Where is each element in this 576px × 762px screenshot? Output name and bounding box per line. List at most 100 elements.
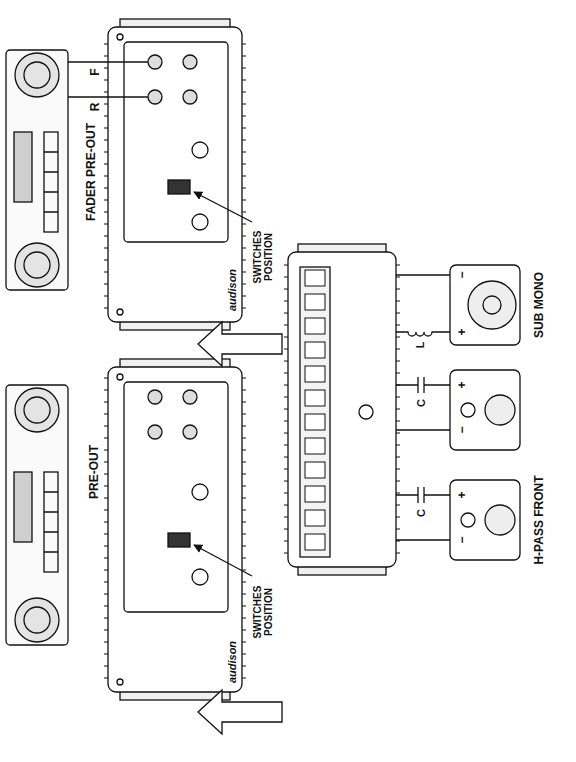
head-unit-speaker-cone xyxy=(24,62,50,88)
cooling-fin xyxy=(104,402,108,403)
hollow-arrow xyxy=(198,322,282,366)
cooling-fin xyxy=(284,421,288,422)
cooling-fin xyxy=(242,212,246,213)
level-knob xyxy=(192,569,208,585)
cooling-fin xyxy=(242,92,246,93)
head-unit xyxy=(6,50,68,290)
speaker-wire xyxy=(396,274,450,275)
screw xyxy=(117,309,123,315)
cooling-fin xyxy=(242,486,246,487)
cooling-fin xyxy=(104,56,108,57)
cooling-fin xyxy=(104,164,108,165)
cooling-fin xyxy=(242,284,246,285)
tweeter xyxy=(461,513,475,527)
amplifier-body xyxy=(108,27,242,322)
cooling-fin xyxy=(242,260,246,261)
cooling-fin xyxy=(242,402,246,403)
cooling-fin xyxy=(242,558,246,559)
cooling-fin xyxy=(284,397,288,398)
cooling-fin xyxy=(104,104,108,105)
cooling-fin xyxy=(284,337,288,338)
cooling-fin xyxy=(284,517,288,518)
label-text: R xyxy=(89,103,102,112)
cooling-fin xyxy=(104,224,108,225)
cooling-fin xyxy=(104,426,108,427)
cooling-fin xyxy=(396,541,400,542)
cooling-fin xyxy=(284,553,288,554)
cooling-fin xyxy=(242,308,246,309)
leader-line xyxy=(194,192,252,222)
cooling-fin xyxy=(242,474,246,475)
cooling-fin xyxy=(104,80,108,81)
cooling-fin xyxy=(396,481,400,482)
cooling-fin xyxy=(104,618,108,619)
cooling-fin xyxy=(104,474,108,475)
speaker-terminal xyxy=(305,414,325,430)
label-text: L xyxy=(414,342,426,349)
cooling-fin xyxy=(104,630,108,631)
cooling-fin xyxy=(104,44,108,45)
rca-jack xyxy=(148,90,162,104)
cooling-fin xyxy=(396,361,400,362)
cooling-fin xyxy=(104,510,108,511)
speaker-terminal xyxy=(305,318,325,334)
cooling-fin xyxy=(396,529,400,530)
cooling-fin xyxy=(396,289,400,290)
cooling-fin xyxy=(242,642,246,643)
cooling-fin xyxy=(242,176,246,177)
rca-jack xyxy=(183,55,197,69)
cooling-fin xyxy=(242,522,246,523)
head-unit-buttons xyxy=(44,132,58,232)
amplifier-body xyxy=(288,252,396,567)
cooling-fin xyxy=(242,128,246,129)
cooling-fin xyxy=(104,594,108,595)
cooling-fin xyxy=(396,553,400,554)
cooling-fin xyxy=(242,248,246,249)
rca-jack xyxy=(148,390,162,404)
head-unit-display xyxy=(14,132,32,202)
label-text: + xyxy=(456,491,469,498)
cooling-fin xyxy=(242,152,246,153)
head-unit-display xyxy=(14,472,32,542)
cooling-fin xyxy=(396,493,400,494)
label-text: − xyxy=(456,426,469,433)
cooling-fin xyxy=(104,296,108,297)
cooling-fin xyxy=(104,462,108,463)
cooling-fin xyxy=(284,325,288,326)
head-unit-button-dividers xyxy=(44,492,58,552)
cooling-fin xyxy=(396,469,400,470)
cooling-fin xyxy=(284,469,288,470)
cooling-fin xyxy=(396,445,400,446)
label-text: F xyxy=(89,68,102,75)
cooling-fin xyxy=(242,606,246,607)
cooling-fin xyxy=(242,510,246,511)
cooling-fin xyxy=(284,349,288,350)
subwoofer-box xyxy=(450,265,520,345)
cooling-fin xyxy=(284,313,288,314)
rca-jack xyxy=(183,90,197,104)
label-text: FADER PRE-OUT xyxy=(85,123,98,221)
cooling-fin xyxy=(284,409,288,410)
cooling-fin xyxy=(104,438,108,439)
cooling-fin xyxy=(104,642,108,643)
head-unit-buttons xyxy=(44,472,58,572)
cooling-fin xyxy=(284,385,288,386)
cooling-fin xyxy=(242,56,246,57)
cooling-fin xyxy=(284,361,288,362)
cooling-fin xyxy=(396,301,400,302)
cooling-fin xyxy=(396,325,400,326)
amplifier-body xyxy=(108,367,242,692)
speaker-box xyxy=(450,370,520,450)
cooling-fin xyxy=(284,529,288,530)
speaker-terminal xyxy=(305,270,325,286)
cooling-fin xyxy=(242,390,246,391)
cooling-fin xyxy=(104,414,108,415)
head-unit-speaker-cone xyxy=(24,252,50,278)
cooling-fin xyxy=(284,457,288,458)
cooling-fin xyxy=(242,426,246,427)
head-unit-speaker-cone xyxy=(24,607,50,633)
screw xyxy=(117,374,123,380)
head-unit-speaker xyxy=(15,598,59,642)
cooling-fin xyxy=(104,486,108,487)
